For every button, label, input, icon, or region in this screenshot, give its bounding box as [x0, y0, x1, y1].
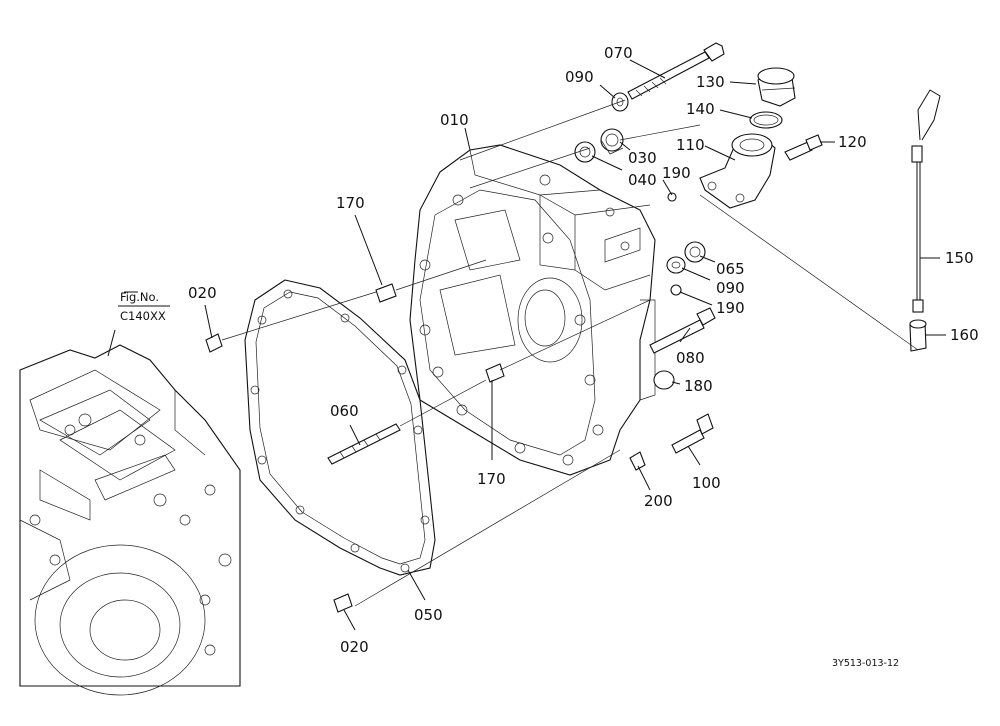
- lower-bolt-100: [671, 413, 714, 454]
- seal-040: [574, 141, 596, 163]
- part-label: 040: [628, 171, 657, 189]
- part-label: 065: [716, 260, 745, 278]
- part-labels: 070 090 130 140 010 030 110 120 040 190 …: [188, 44, 979, 656]
- filler-elbow-110: [699, 133, 776, 209]
- part-label: 120: [838, 133, 867, 151]
- bolt-070: [627, 42, 725, 100]
- elbow-bolt-120: [784, 134, 823, 161]
- part-label: 170: [477, 470, 506, 488]
- part-label: 010: [440, 111, 469, 129]
- part-label: 090: [565, 68, 594, 86]
- part-label: 060: [330, 402, 359, 420]
- oil-cap-130: [757, 67, 796, 107]
- part-label: 110: [676, 136, 705, 154]
- gasket: [244, 279, 436, 576]
- part-label: 200: [644, 492, 673, 510]
- plug-030: [600, 128, 624, 155]
- transmission-housing: [409, 144, 656, 476]
- part-label: 100: [692, 474, 721, 492]
- part-label: 030: [628, 149, 657, 167]
- stud-060: [327, 423, 401, 465]
- side-bolt-080: [649, 307, 716, 354]
- part-label: 190: [662, 164, 691, 182]
- o-ring-140: [749, 111, 783, 129]
- washer-090-side: [666, 256, 686, 274]
- part-label: 020: [340, 638, 369, 656]
- figure-reference: Fig.No. C140XX: [118, 290, 170, 323]
- leader-lines: [107, 59, 946, 631]
- figure-ref-line2: C140XX: [120, 309, 166, 323]
- plug-190-upper: [667, 192, 677, 202]
- engine-block: [19, 344, 241, 696]
- drain-plug-180: [653, 370, 675, 390]
- part-label: 050: [414, 606, 443, 624]
- dipstick-tube-160: [909, 319, 927, 352]
- part-label: 140: [686, 100, 715, 118]
- plug-190-lower: [670, 284, 682, 296]
- part-label: 090: [716, 279, 745, 297]
- part-label: 180: [684, 377, 713, 395]
- part-label: 070: [604, 44, 633, 62]
- part-label: 130: [696, 73, 725, 91]
- dipstick-150: [911, 89, 941, 313]
- dowel-pins: [205, 283, 505, 613]
- drawing-code: 3Y513-013-12: [832, 658, 899, 669]
- assembly-lines: [221, 99, 919, 607]
- figure-ref-line1: Fig.No.: [120, 290, 159, 304]
- part-label: 150: [945, 249, 974, 267]
- part-label: 160: [950, 326, 979, 344]
- part-label: 170: [336, 194, 365, 212]
- small-plug-200: [629, 451, 646, 471]
- nut-065: [684, 241, 706, 263]
- part-label: 080: [676, 349, 705, 367]
- part-label: 190: [716, 299, 745, 317]
- part-label: 020: [188, 284, 217, 302]
